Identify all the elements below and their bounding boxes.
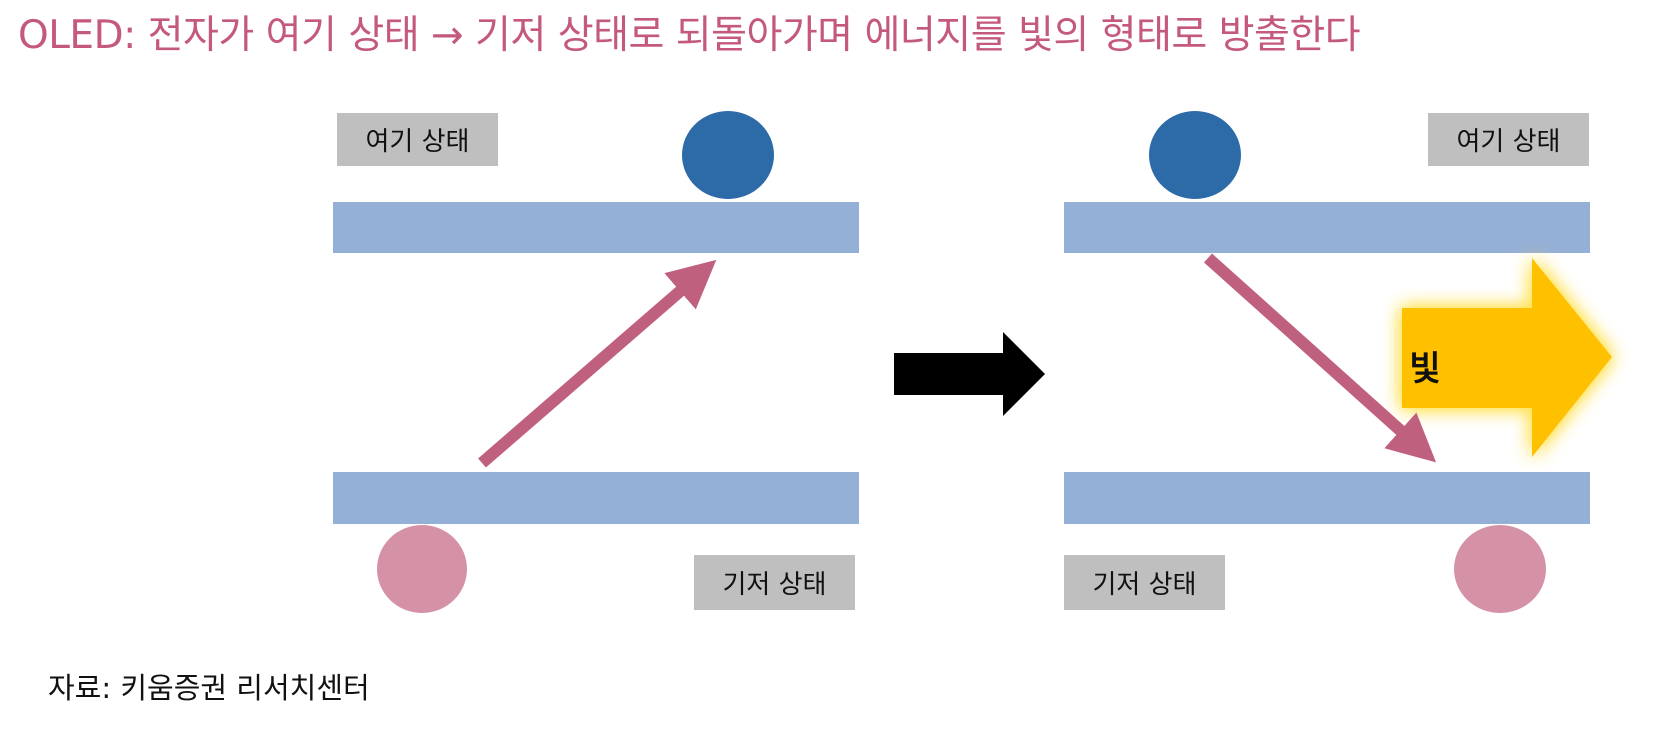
- right-excited-state-label: 여기 상태: [1428, 113, 1589, 166]
- left-ground-state-label: 기저 상태: [694, 555, 855, 610]
- right-ground-level-band: [1064, 472, 1590, 524]
- right-ground-state-label: 기저 상태: [1064, 555, 1225, 610]
- left-excited-level-band: [333, 202, 859, 253]
- left-transition-arrow: [478, 259, 717, 468]
- light-arrow: [1402, 258, 1612, 457]
- page-title: OLED: 전자가 여기 상태 → 기저 상태로 되돌아가며 에너지를 빛의 형…: [18, 13, 1361, 58]
- right-ground-electron: [1454, 525, 1546, 613]
- left-excited-electron: [682, 111, 774, 199]
- process-arrow: [894, 332, 1045, 416]
- left-ground-electron: [377, 525, 467, 613]
- right-excited-electron: [1149, 111, 1241, 199]
- left-excited-state-label: 여기 상태: [337, 113, 498, 166]
- light-label: 빛: [1409, 348, 1441, 389]
- right-excited-level-band: [1064, 202, 1590, 253]
- right-transition-arrow: [1203, 253, 1437, 463]
- left-ground-level-band: [333, 472, 859, 524]
- source-note: 자료: 키움증권 리서치센터: [48, 671, 370, 705]
